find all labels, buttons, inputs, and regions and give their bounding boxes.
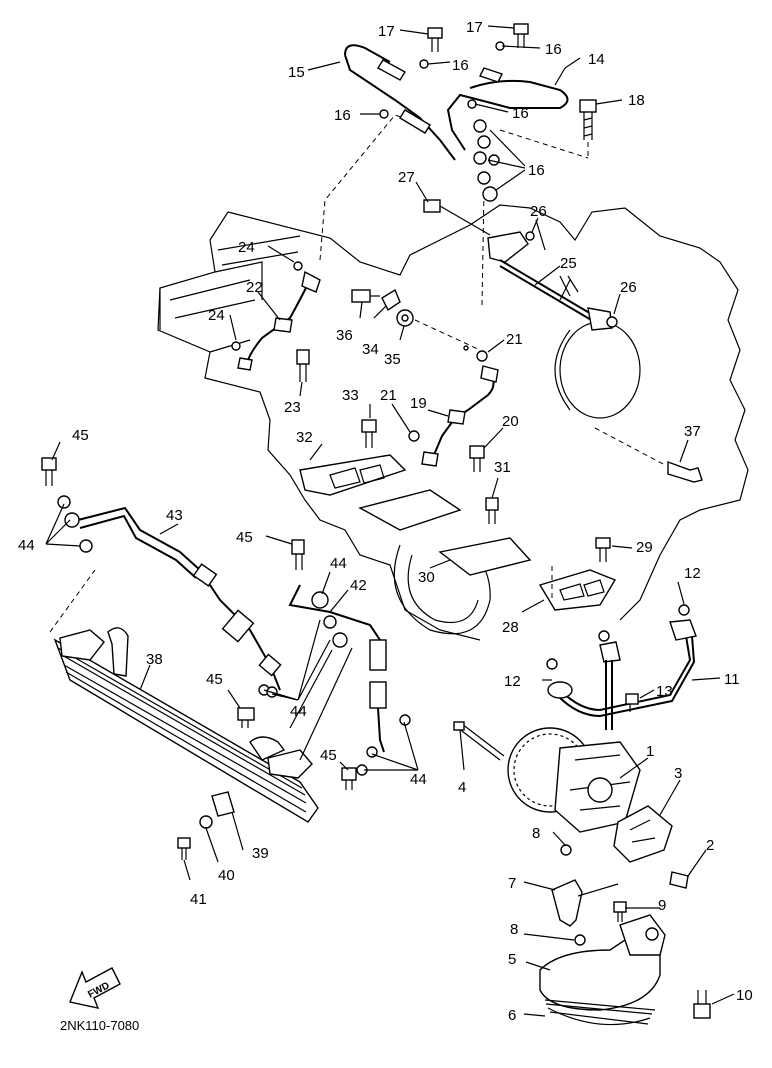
callout-44: 44	[290, 703, 307, 720]
breather-pipe-assembly	[423, 199, 618, 331]
fwd-arrow-icon: FWD	[69, 967, 121, 1009]
callout-20: 20	[502, 413, 519, 430]
callout-13: 13	[656, 683, 673, 700]
cooler-hose-42	[288, 539, 387, 761]
callout-25: 25	[560, 255, 577, 272]
callout-15: 15	[288, 64, 305, 81]
callout-29: 29	[636, 539, 653, 556]
callout-39: 39	[252, 845, 269, 862]
callout-16: 16	[528, 162, 545, 179]
left-oil-pipe	[231, 261, 321, 382]
callout-19: 19	[410, 395, 427, 412]
oil-cooler	[49, 569, 319, 823]
callout-16: 16	[334, 107, 351, 124]
callout-34: 34	[362, 341, 379, 358]
callout-8: 8	[532, 825, 540, 842]
callout-11: 11	[724, 671, 740, 688]
callout-14: 14	[588, 51, 605, 68]
callout-45: 45	[206, 671, 223, 688]
callout-45: 45	[72, 427, 89, 444]
upper-oil-hoses	[344, 23, 597, 202]
callout-6: 6	[508, 1007, 516, 1024]
callout-22: 22	[246, 279, 263, 296]
callout-30: 30	[418, 569, 435, 586]
callout-28: 28	[502, 619, 519, 636]
callout-45: 45	[236, 529, 253, 546]
callout-26: 26	[620, 279, 637, 296]
callout-37: 37	[684, 423, 701, 440]
callout-21: 21	[506, 331, 523, 348]
callout-16: 16	[512, 105, 529, 122]
callout-26: 26	[530, 203, 547, 220]
fittings-34-36	[351, 288, 488, 362]
lower-hardware	[177, 684, 411, 860]
bolt-37	[594, 427, 703, 483]
callout-42: 42	[350, 577, 367, 594]
leader-lines	[45, 25, 735, 1017]
callout-8: 8	[510, 921, 518, 938]
callout-36: 36	[336, 327, 353, 344]
callout-17: 17	[378, 23, 395, 40]
callout-18: 18	[628, 92, 645, 109]
callout-38: 38	[146, 651, 163, 668]
callout-44: 44	[18, 537, 35, 554]
callout-7: 7	[508, 875, 516, 892]
callout-32: 32	[296, 429, 313, 446]
callout-41: 41	[190, 891, 207, 908]
callout-12: 12	[684, 565, 701, 582]
callout-17: 17	[466, 19, 483, 36]
callout-45: 45	[320, 747, 337, 764]
callout-23: 23	[284, 399, 301, 416]
callout-33: 33	[342, 387, 359, 404]
callout-21: 21	[380, 387, 397, 404]
callout-40: 40	[218, 867, 235, 884]
callout-44: 44	[410, 771, 427, 788]
callout-3: 3	[674, 765, 682, 782]
callout-12: 12	[504, 673, 521, 690]
callout-24: 24	[208, 307, 225, 324]
oil-pump	[453, 721, 689, 889]
callout-9: 9	[658, 897, 666, 914]
callout-2: 2	[706, 837, 714, 854]
callout-5: 5	[508, 951, 516, 968]
callout-labels: 17 17 16 16 14 15 18 16 16 16 27 26 25 2…	[18, 19, 753, 1024]
callout-10: 10	[736, 987, 753, 1004]
callout-27: 27	[398, 169, 415, 186]
oil-pipe-11	[546, 604, 697, 730]
callout-43: 43	[166, 507, 183, 524]
callout-44: 44	[330, 555, 347, 572]
callout-16: 16	[545, 41, 562, 58]
crankcase-outline	[157, 114, 749, 641]
baffle-plates	[299, 419, 617, 611]
drawing-code: 2NK110-7080	[60, 1018, 139, 1033]
callout-4: 4	[458, 779, 466, 796]
callout-24: 24	[238, 239, 255, 256]
callout-31: 31	[494, 459, 511, 476]
oil-pipe-19	[408, 365, 499, 472]
oil-strainer	[539, 879, 711, 1026]
callout-35: 35	[384, 351, 401, 368]
callout-16: 16	[452, 57, 469, 74]
callout-1: 1	[646, 743, 654, 760]
